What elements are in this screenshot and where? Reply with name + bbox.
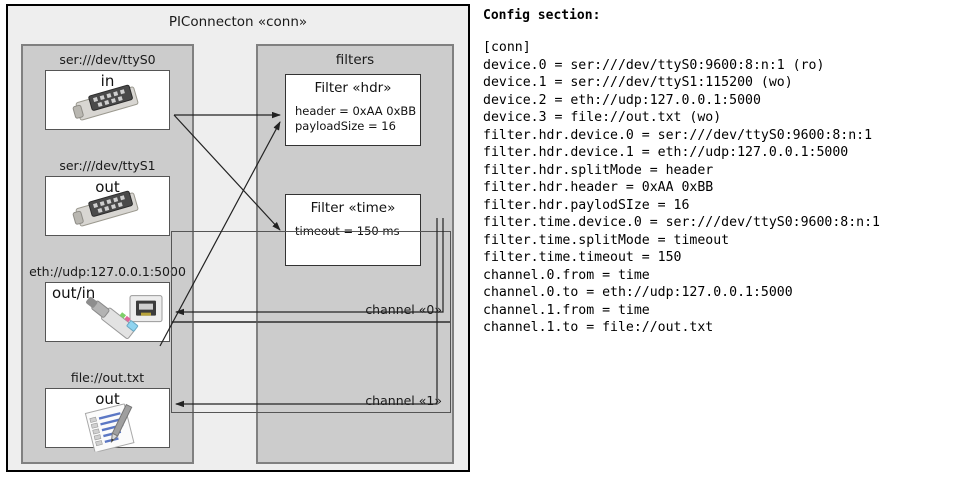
device-direction: out/in: [52, 284, 96, 302]
filter-title: Filter «time»: [310, 200, 396, 216]
device-label: ser:///dev/ttyS1: [59, 158, 156, 173]
text-file-icon: [84, 403, 135, 452]
config-line: device.0 = ser:///dev/ttyS0:9600:8:n:1 (…: [483, 57, 825, 73]
device-label: file://out.txt: [70, 370, 145, 385]
ethernet-jack-icon: [85, 295, 162, 340]
config-line: channel.1.from = time: [483, 302, 650, 318]
config-line: channel.0.from = time: [483, 267, 650, 283]
config-line: filter.hdr.paylodSIze = 16: [483, 197, 690, 213]
device-box-eth[interactable]: out/in: [45, 282, 170, 342]
device-box-ttys0[interactable]: in: [45, 70, 170, 130]
config-section: Config section: [conn] device.0 = ser:///…: [483, 8, 961, 337]
connector-diagram: PIConnecton «conn» ser:///dev/ttyS0 in: [6, 4, 470, 472]
device-group-eth: eth://udp:127.0.0.1:5000 out/in: [23, 264, 192, 342]
channel-label: channel «0»: [365, 302, 442, 317]
config-line: device.3 = file://out.txt (wo): [483, 110, 722, 125]
config-line: filter.hdr.splitMode = header: [483, 162, 714, 178]
filters-panel: filters Filter «hdr» header = 0xAA 0xBB …: [171, 44, 454, 464]
serial-port-icon: [72, 190, 138, 227]
device-box-ttys1[interactable]: out: [45, 176, 170, 236]
config-line: filter.hdr.header = 0xAA 0xBB: [483, 180, 714, 195]
config-line: channel.0.to = eth://udp:127.0.0.1:5000: [483, 285, 793, 300]
config-line: filter.time.device.0 = ser:///dev/ttyS0:…: [483, 215, 880, 230]
config-section-heading: Config section:: [483, 8, 601, 23]
config-line: channel.1.to = file://out.txt: [483, 320, 714, 335]
filters-panel-title: filters: [335, 52, 375, 68]
device-box-file[interactable]: out: [45, 388, 170, 452]
diagram-title: PIConnecton «conn»: [168, 14, 308, 30]
device-group-ttys1: ser:///dev/ttyS1 out: [23, 158, 192, 236]
filter-property: payloadSize = 16: [295, 119, 396, 133]
config-line: filter.hdr.device.1 = eth://udp:127.0.0.…: [483, 145, 849, 160]
device-direction: out: [95, 178, 120, 196]
device-direction: in: [100, 72, 115, 90]
config-line: device.1 = ser:///dev/ttyS1:115200 (wo): [483, 75, 793, 90]
device-direction: out: [95, 390, 120, 408]
channel-label: channel «1»: [365, 393, 442, 408]
device-label: eth://udp:127.0.0.1:5000: [29, 264, 186, 279]
filter-card-hdr[interactable]: Filter «hdr» header = 0xAA 0xBB payloadS…: [285, 74, 421, 146]
config-line: filter.hdr.device.0 = ser:///dev/ttyS0:9…: [483, 127, 873, 143]
channel-box-0[interactable]: channel «0»: [171, 231, 451, 322]
channel-box-1[interactable]: channel «1»: [171, 322, 451, 413]
devices-panel: ser:///dev/ttyS0 in: [21, 44, 194, 464]
device-group-file: file://out.txt out: [23, 370, 192, 452]
filter-title: Filter «hdr»: [314, 80, 392, 96]
config-line: filter.time.splitMode = timeout: [483, 232, 730, 248]
device-label: ser:///dev/ttyS0: [59, 52, 156, 67]
config-line: device.2 = eth://udp:127.0.0.1:5000: [483, 92, 761, 108]
config-line: [conn]: [483, 40, 531, 55]
config-section-body: [conn] device.0 = ser:///dev/ttyS0:9600:8…: [483, 39, 961, 337]
config-line: filter.time.timeout = 150: [483, 250, 682, 265]
filter-property: header = 0xAA 0xBB: [295, 104, 417, 118]
device-group-ttys0: ser:///dev/ttyS0 in: [23, 52, 192, 130]
serial-port-icon: [72, 84, 138, 121]
filter-properties: header = 0xAA 0xBB payloadSize = 16: [286, 104, 420, 134]
